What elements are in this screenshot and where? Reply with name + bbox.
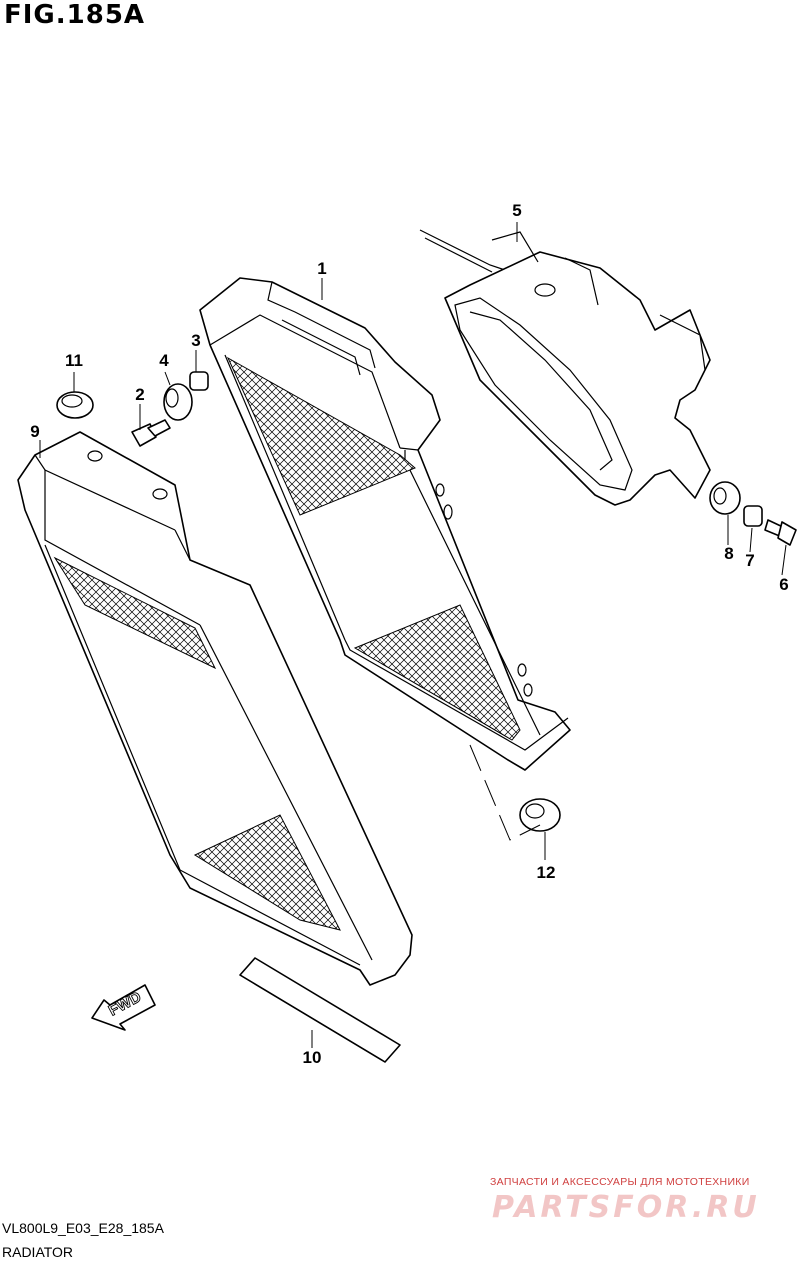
radiator-core [199, 277, 571, 771]
callout-6: 6 [779, 575, 788, 594]
collar-part-3 [189, 371, 209, 391]
callout-8: 8 [724, 544, 733, 563]
part-group-name: RADIATOR [2, 1244, 74, 1260]
grommet-part-12 [519, 798, 561, 832]
watermark-logo: PARTSFOR.RU [492, 1190, 760, 1225]
bolt-part-6 [764, 519, 797, 546]
callout-3: 3 [191, 331, 200, 350]
watermark-caption: ЗАПЧАСТИ И АКСЕССУАРЫ ДЛЯ МОТОТЕХНИКИ [490, 1176, 750, 1188]
cushion-part-4 [163, 383, 193, 421]
leader-lines [39, 222, 787, 1048]
cushion-part-8 [709, 481, 741, 515]
callout-9: 9 [30, 422, 39, 441]
bolt-part-2 [131, 419, 171, 447]
callout-labels: 1 2 3 4 5 6 7 8 9 10 11 12 [30, 201, 788, 1067]
callout-7: 7 [745, 551, 754, 570]
callout-11: 11 [65, 351, 83, 370]
callout-12: 12 [537, 863, 556, 882]
cooling-fan [419, 229, 711, 506]
figure-title: FIG.185A [4, 0, 146, 30]
grommet-part-11 [56, 391, 94, 419]
callout-4: 4 [159, 351, 169, 370]
seal-strip-part-10 [239, 957, 401, 1063]
fwd-arrow: FWD [91, 984, 156, 1031]
diagram-code: VL800L9_E03_E28_185A [2, 1220, 164, 1236]
callout-2: 2 [135, 385, 144, 404]
collar-part-7 [743, 505, 763, 527]
callout-5: 5 [512, 201, 521, 220]
callout-10: 10 [303, 1048, 322, 1067]
callout-1: 1 [317, 259, 326, 278]
radiator-cover [17, 431, 413, 986]
